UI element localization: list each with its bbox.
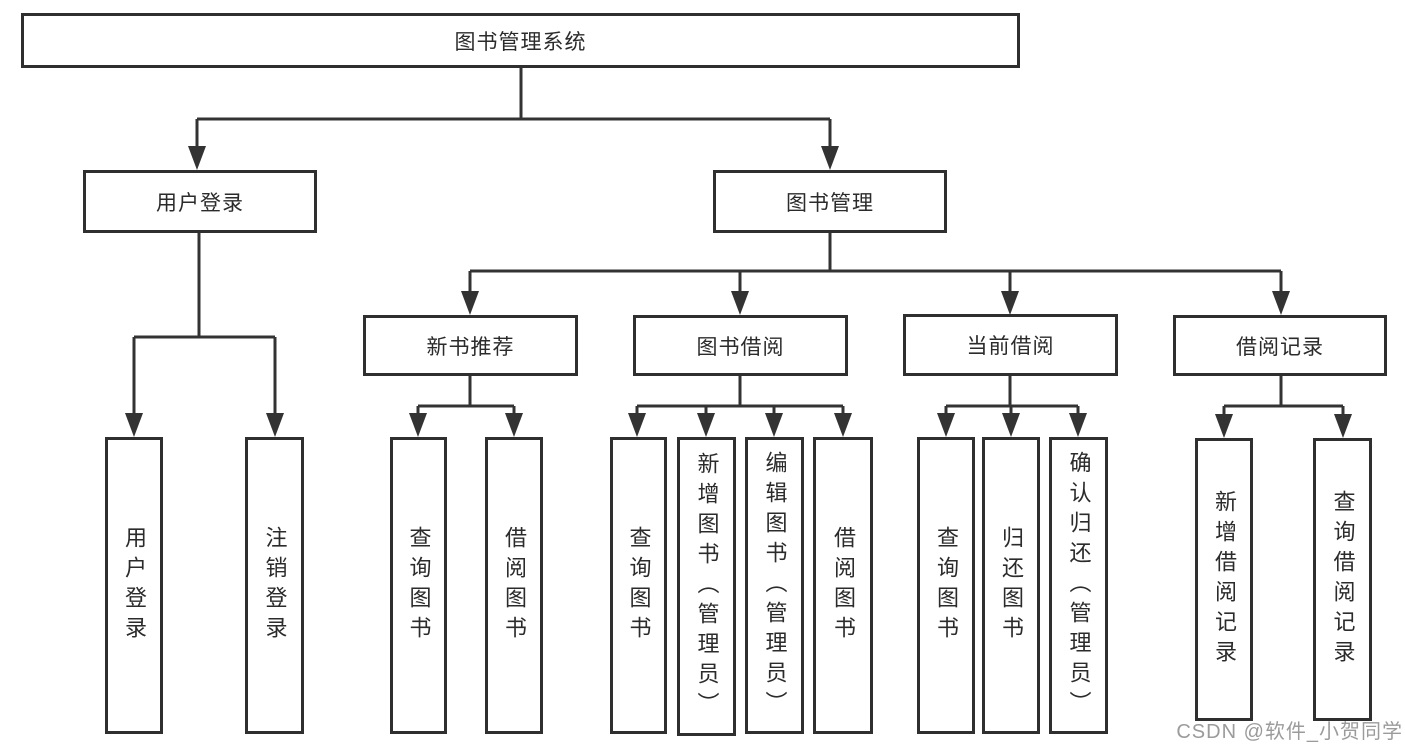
node-leaf-confirm-return-admin-label: 确认归还（管理员） (1066, 450, 1092, 721)
arrow-icon (1001, 291, 1019, 315)
arrow-icon (834, 413, 852, 437)
node-current-borrowing-label: 当前借阅 (966, 335, 1055, 358)
node-leaf-confirm-return-admin: 确认归还（管理员） (1049, 437, 1108, 734)
arrow-icon (937, 413, 955, 437)
arrow-icon (188, 146, 206, 170)
node-leaf-query-books-current-label: 查询图书 (934, 525, 959, 646)
node-leaf-query-books-current: 查询图书 (917, 437, 975, 734)
node-leaf-query-books-recommend-label: 查询图书 (406, 525, 432, 646)
node-leaf-add-borrow-record-label: 新增借阅记录 (1212, 489, 1237, 670)
arrow-icon (461, 291, 479, 315)
arrow-icon (765, 413, 783, 437)
node-user-login-label: 用户登录 (156, 191, 244, 215)
arrow-icon (1215, 414, 1233, 438)
arrow-icon (1334, 414, 1352, 438)
arrow-icon (1272, 291, 1290, 315)
arrow-icon (697, 413, 715, 437)
node-borrowing-records: 借阅记录 (1173, 315, 1387, 376)
node-leaf-add-books-admin: 新增图书（管理员） (677, 437, 736, 736)
node-leaf-edit-books-admin-label: 编辑图书（管理员） (762, 450, 788, 721)
node-root-label: 图书管理系统 (454, 30, 587, 54)
node-leaf-logout: 注销登录 (245, 437, 304, 734)
arrow-icon (505, 413, 523, 437)
node-leaf-return-books: 归还图书 (982, 437, 1040, 734)
csdn-watermark: CSDN @软件_小贺同学 (1176, 721, 1403, 743)
arrow-icon (266, 413, 284, 437)
node-leaf-query-books-recommend: 查询图书 (390, 437, 447, 734)
arrow-icon (409, 413, 427, 437)
arrow-icon (125, 413, 143, 437)
node-leaf-return-books-label: 归还图书 (999, 525, 1024, 646)
node-new-book-recommend-label: 新书推荐 (426, 335, 515, 359)
node-book-management: 图书管理 (713, 170, 947, 233)
edge-root-to-level2 (195, 68, 832, 148)
node-leaf-add-books-admin-label: 新增图书（管理员） (694, 451, 720, 722)
node-leaf-edit-books-admin: 编辑图书（管理员） (745, 437, 804, 734)
edge-book-borrowing-children (635, 376, 845, 415)
edge-new-book-children (416, 376, 516, 415)
node-leaf-borrow-books-recommend: 借阅图书 (485, 437, 543, 734)
node-leaf-query-books-borrowing-label: 查询图书 (626, 525, 652, 646)
node-book-borrowing-label: 图书借阅 (696, 335, 785, 359)
node-user-login: 用户登录 (83, 170, 317, 233)
node-borrowing-records-label: 借阅记录 (1236, 335, 1324, 359)
node-current-borrowing: 当前借阅 (903, 314, 1118, 376)
arrowheads (125, 146, 1352, 438)
edge-current-borrowing-children (944, 376, 1080, 415)
node-new-book-recommend: 新书推荐 (363, 315, 578, 376)
edge-book-management-children (468, 233, 1283, 293)
arrow-icon (821, 146, 839, 170)
edge-borrowing-records-children (1222, 376, 1345, 416)
arrow-icon (1069, 413, 1087, 437)
node-leaf-query-books-borrowing: 查询图书 (610, 437, 667, 734)
node-leaf-add-borrow-record: 新增借阅记录 (1195, 438, 1253, 721)
arrow-icon (731, 291, 749, 315)
node-leaf-query-borrow-record-label: 查询借阅记录 (1330, 489, 1356, 670)
arrow-icon (628, 413, 646, 437)
node-root-library-system: 图书管理系统 (21, 13, 1020, 68)
node-leaf-query-borrow-record: 查询借阅记录 (1313, 438, 1372, 721)
node-leaf-user-login: 用户登录 (105, 437, 163, 734)
edge-user-login-children (132, 233, 277, 415)
node-leaf-logout-label: 注销登录 (262, 525, 288, 646)
node-leaf-user-login-label: 用户登录 (122, 525, 147, 646)
node-book-management-label: 图书管理 (786, 191, 874, 215)
arrow-icon (1002, 413, 1020, 437)
node-leaf-borrow-books-label: 借阅图书 (831, 525, 856, 646)
node-leaf-borrow-books: 借阅图书 (813, 437, 873, 734)
node-book-borrowing: 图书借阅 (633, 315, 848, 376)
node-leaf-borrow-books-recommend-label: 借阅图书 (502, 525, 527, 646)
